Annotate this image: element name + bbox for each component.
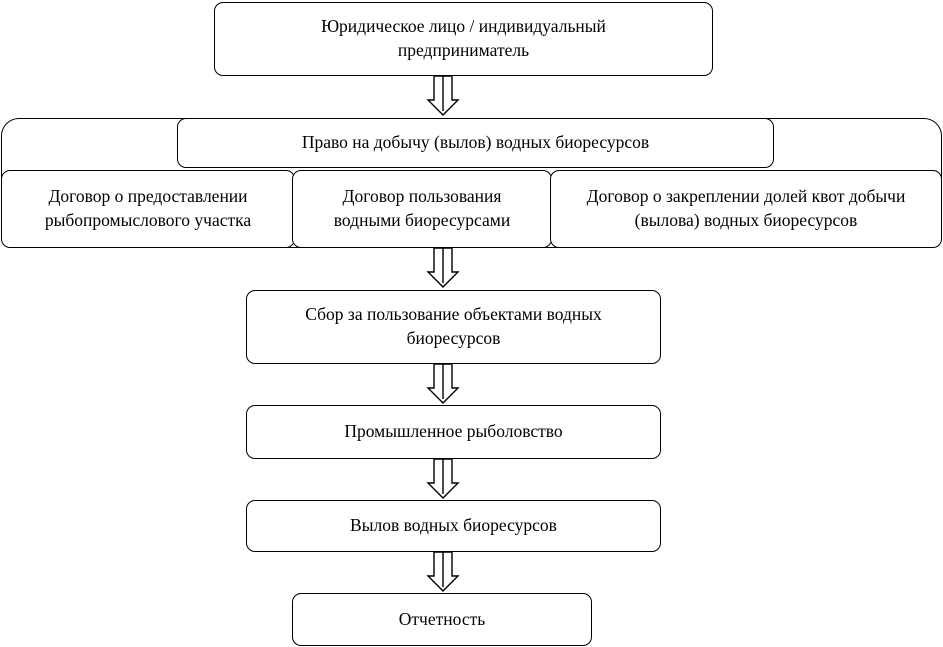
node-fee: Сбор за пользование объектами водных био…: [246, 290, 661, 364]
node-fee-label: Сбор за пользование объектами водных био…: [305, 304, 602, 348]
node-catch: Вылов водных биоресурсов: [246, 500, 661, 552]
node-contract-fishing-area: Договор о предоставлении рыбопромысловог…: [1, 170, 295, 248]
node-reporting-label: Отчетность: [398, 608, 486, 629]
node-contract-quota-label: Договор о закреплении долей квот добычи …: [586, 186, 906, 230]
node-legal-entity: Юридическое лицо / индивидуальный предпр…: [214, 2, 713, 76]
node-legal-entity-label: Юридическое лицо / индивидуальный предпр…: [321, 16, 606, 60]
node-right-to-catch: Право на добычу (вылов) водных биоресурс…: [177, 118, 774, 168]
node-contract-quota: Договор о закреплении долей квот добычи …: [550, 170, 942, 248]
arrow-catch-to-reporting: [425, 552, 461, 592]
arrow-entity-to-right: [425, 76, 461, 116]
arrow-fishing-to-catch: [425, 459, 461, 499]
node-industrial-fishing-label: Промышленное рыболовство: [344, 421, 563, 442]
node-industrial-fishing: Промышленное рыболовство: [246, 405, 661, 459]
node-reporting: Отчетность: [292, 593, 592, 646]
arrow-contracts-to-fee: [425, 248, 461, 288]
arrow-fee-to-fishing: [425, 364, 461, 404]
node-contract-fishing-area-label: Договор о предоставлении рыбопромысловог…: [44, 186, 252, 230]
node-right-to-catch-label: Право на добычу (вылов) водных биоресурс…: [301, 132, 650, 153]
node-catch-label: Вылов водных биоресурсов: [350, 515, 557, 536]
node-contract-usage-label: Договор пользования водными биоресурсами: [333, 186, 511, 230]
node-contract-usage: Договор пользования водными биоресурсами: [292, 170, 552, 248]
